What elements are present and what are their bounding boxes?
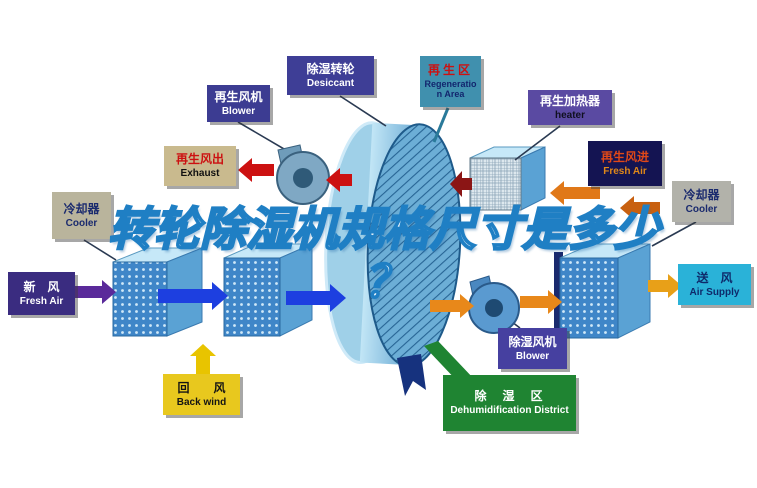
label-regeneration-area-zh: 再生区 (427, 63, 473, 78)
label-fresh-air-en: Fresh Air (19, 295, 64, 307)
regen-air-arrow-2 (620, 196, 660, 220)
connector-cooler-left (83, 239, 117, 261)
label-dehumid-blower-zh: 除湿风机 (508, 334, 557, 349)
box-front (469, 157, 522, 211)
connector-heater (514, 125, 561, 161)
connector-desiccant (339, 95, 387, 127)
label-dehumid-blower: 除湿风机 Blower (498, 328, 567, 369)
label-dehumidification-district-zh: 除 湿 区 (474, 389, 545, 404)
label-back-wind: 回 风 Back wind (163, 374, 240, 415)
label-dehumid-blower-en: Blower (515, 350, 550, 362)
label-cooler-right-zh: 冷却器 (683, 187, 720, 202)
label-regen-fresh-air: 再生风进 Fresh Air (588, 141, 662, 186)
hot-air-arrow (450, 171, 472, 197)
label-dehumidification-district: 除 湿 区 Dehumidification District (443, 375, 576, 431)
label-regeneration-area-en: Regeneration Area (424, 78, 477, 100)
label-air-supply: 送 风 Air Supply (678, 264, 751, 305)
connector-cooler-right (651, 221, 697, 247)
label-desiccant-en: Desiccant (306, 77, 355, 89)
label-back-wind-zh: 回 风 (177, 380, 226, 395)
label-exhaust-zh: 再生风出 (175, 152, 224, 167)
page-title: 转轮除湿机规格尺寸是多少 (107, 202, 661, 256)
label-regen-blower-zh: 再生风机 (214, 89, 263, 104)
label-cooler-left-en: Cooler (65, 217, 98, 229)
fan-hub (485, 299, 503, 317)
fresh-air-arrow (74, 280, 116, 304)
box-accent-strip (554, 252, 563, 340)
label-cooler-left: 冷却器 Cooler (52, 192, 111, 239)
label-regen-blower: 再生风机 Blower (207, 85, 270, 122)
box-front (559, 257, 619, 339)
process-air-unit-box (223, 243, 313, 337)
exhaust-arrow-2 (326, 168, 352, 192)
fan-hub (293, 168, 313, 188)
dry-air-arrow-2 (520, 290, 562, 314)
exhaust-arrow-1 (238, 158, 274, 182)
process-arrow-1 (158, 282, 228, 310)
label-fresh-air-zh: 新 风 (23, 279, 60, 294)
label-regen-blower-en: Blower (221, 105, 256, 117)
connector-regeneration-area (432, 107, 450, 143)
label-back-wind-en: Back wind (176, 396, 227, 408)
label-desiccant-zh: 除湿转轮 (306, 61, 355, 76)
label-air-supply-en: Air Supply (689, 286, 740, 298)
box-front (223, 257, 281, 337)
label-regeneration-area: 再生区 Regeneration Area (420, 56, 481, 107)
return-air-arrow (190, 344, 216, 374)
dehumid-blower-fan (468, 275, 520, 334)
label-air-supply-zh: 送 风 (696, 270, 733, 285)
label-dehumidification-district-en: Dehumidification District (450, 405, 569, 417)
regen-air-arrow-1 (550, 181, 600, 205)
label-regen-heater-zh: 再生加热器 (539, 93, 600, 108)
process-arrow-2 (286, 284, 346, 312)
label-regen-heater-en: heater (554, 109, 585, 121)
wheel-ribbon (397, 354, 426, 396)
label-regen-fresh-air-en: Fresh Air (603, 165, 647, 177)
dry-air-arrow-1 (430, 294, 474, 318)
supply-air-arrow (648, 274, 682, 298)
label-exhaust: 再生风出 Exhaust (164, 146, 236, 186)
heater-unit-box (469, 146, 546, 211)
label-regen-heater: 再生加热器 heater (528, 90, 612, 125)
supply-air-unit-box (554, 243, 651, 340)
label-regen-fresh-air-zh: 再生风进 (600, 149, 649, 164)
label-cooler-right: 冷却器 Cooler (672, 181, 731, 222)
label-desiccant: 除湿转轮 Desiccant (287, 56, 374, 95)
flow-arrows (74, 158, 682, 374)
page-title-question-mark: ？ (363, 257, 409, 308)
label-cooler-left-zh: 冷却器 (63, 201, 100, 216)
connector-dehumid-district (424, 341, 474, 383)
label-fresh-air: 新 风 Fresh Air (8, 272, 75, 315)
label-exhaust-en: Exhaust (180, 168, 220, 180)
label-cooler-right-en: Cooler (685, 203, 718, 215)
